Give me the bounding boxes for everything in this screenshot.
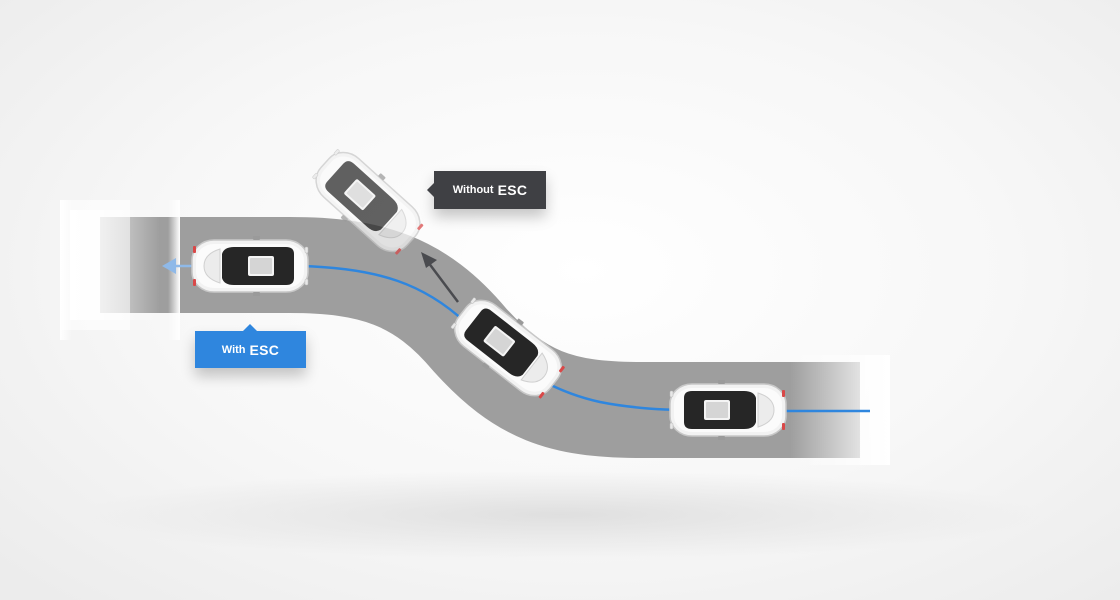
without-esc-label-acronym: ESC [497, 182, 528, 198]
with-esc-label: With ESC [195, 324, 306, 368]
without-esc-label-prefix: Without [452, 184, 494, 196]
with-esc-label-acronym: ESC [249, 341, 280, 358]
with-esc-arrow-icon [162, 258, 176, 274]
without-esc-arrow-icon [421, 252, 459, 303]
car-icon [191, 235, 309, 297]
car-icon [669, 379, 787, 441]
with-esc-label-prefix: With [221, 343, 246, 356]
floor-shadow [80, 470, 1040, 560]
without-esc-label: Without ESC [427, 171, 546, 209]
road [60, 200, 860, 458]
